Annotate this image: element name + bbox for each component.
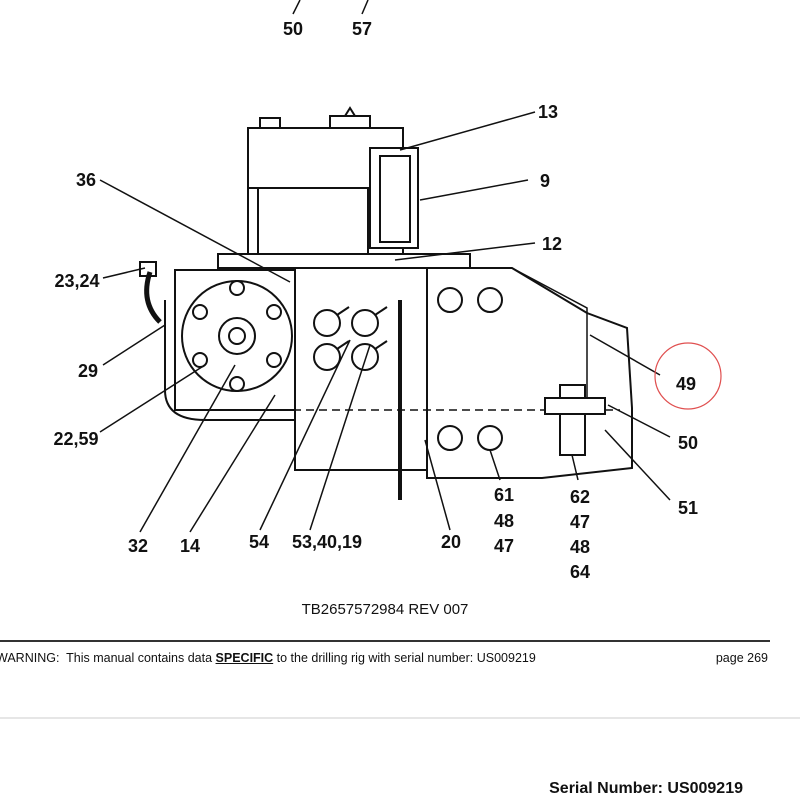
callout-48a: 48 (494, 511, 514, 531)
warning-prefix: WARNING: This manual contains data (0, 651, 216, 665)
callout-49: 49 (676, 374, 696, 394)
highlight-circle (654, 342, 722, 410)
callout-36: 36 (76, 170, 96, 190)
callout-20: 20 (441, 532, 461, 552)
hose-fittings (313, 306, 388, 371)
callout-47b: 47 (570, 512, 590, 532)
parts-diagram: 50 57 13 9 36 12 23,24 29 49 22,59 50 51… (53, 0, 722, 582)
callout-61: 61 (494, 485, 514, 505)
callout-12: 12 (542, 234, 562, 254)
warning-suffix: to the drilling rig with serial number: … (273, 651, 536, 665)
top-housing (247, 106, 419, 255)
document-number: TB2657572984 REV 007 (301, 601, 469, 618)
callout-57: 57 (352, 19, 372, 39)
serial-number: Serial Number: US009219 (549, 780, 743, 797)
warning-text: WARNING: This manual contains data SPECI… (0, 651, 536, 665)
flange-plate (139, 261, 293, 392)
callout-9: 9 (540, 171, 550, 191)
warning-emphasis: SPECIFIC (215, 651, 274, 665)
callout-50-top: 50 (283, 19, 303, 39)
callout-50: 50 (678, 433, 698, 453)
callout-48b: 48 (570, 537, 590, 557)
page-separator (0, 717, 800, 719)
callout-54: 54 (249, 532, 269, 552)
callout-62: 62 (570, 487, 590, 507)
callout-64: 64 (570, 562, 590, 582)
callout-labels: 50 57 13 9 36 12 23,24 29 49 22,59 50 51… (53, 19, 698, 582)
page-number: page 269 (715, 651, 768, 665)
footer-rule (0, 640, 770, 642)
leader-lines (99, 0, 671, 533)
callout-53-40-19: 53,40,19 (292, 532, 362, 552)
callout-23-24: 23,24 (54, 271, 99, 291)
callout-32: 32 (128, 536, 148, 556)
callout-29: 29 (78, 361, 98, 381)
callout-51: 51 (678, 498, 698, 518)
callout-14: 14 (180, 536, 200, 556)
callout-13: 13 (538, 102, 558, 122)
callout-22-59: 22,59 (53, 429, 98, 449)
callout-47a: 47 (494, 536, 514, 556)
